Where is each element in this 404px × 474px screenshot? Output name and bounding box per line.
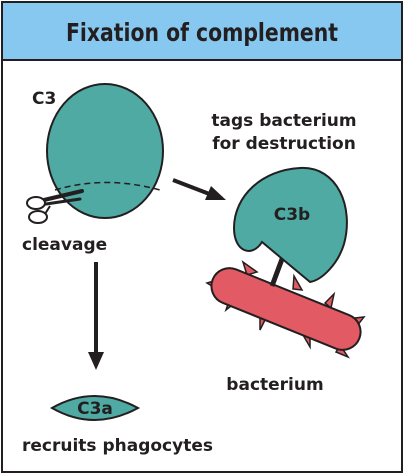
arrow-to-c3a [88,262,104,370]
arrow-to-c3b [172,178,226,200]
c3b-protein [232,166,348,284]
title: Fixation of complement [66,18,338,47]
c3-protein [46,83,164,219]
bacterium [205,260,366,359]
tags-label-line2: for destruction [212,134,356,154]
cleavage-line [54,181,161,191]
cleavage-label: cleavage [22,235,107,255]
c3-label: C3 [32,89,56,109]
recruits-label: recruits phagocytes [22,436,213,456]
c3a-label: C3a [77,399,113,419]
bacterium-label: bacterium [226,375,323,395]
c3a-fragment [49,395,141,421]
c3b-label: C3b [274,205,310,225]
scissors-icon [26,189,84,224]
bacterium-body [210,267,362,351]
title-bar [1,1,403,61]
tags-label-line1: tags bacterium [211,111,356,131]
